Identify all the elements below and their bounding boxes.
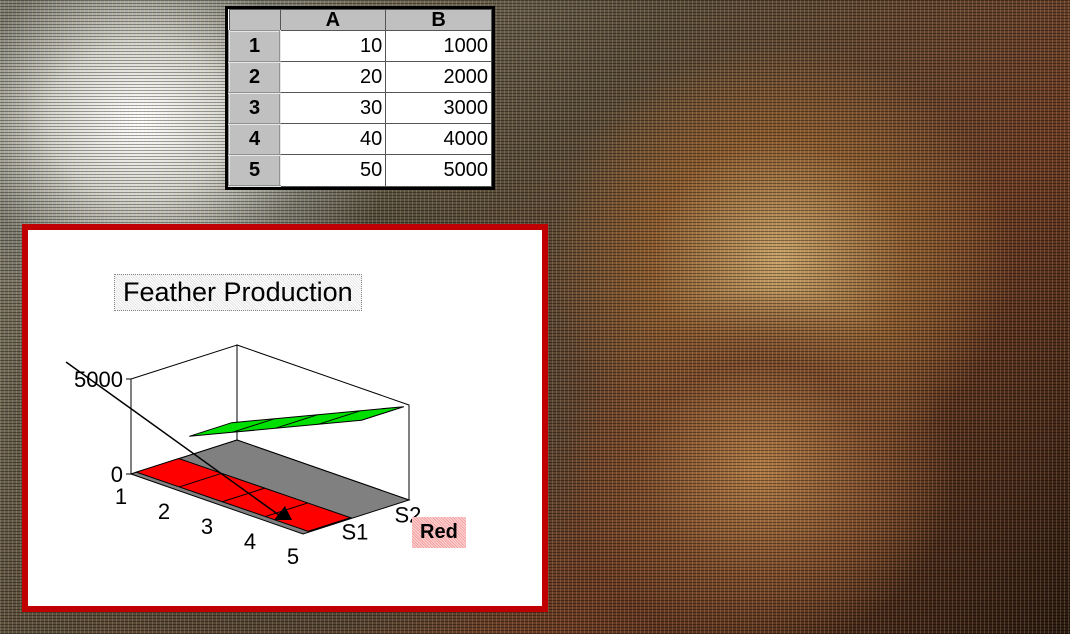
cell-b4[interactable]: 4000 <box>385 123 492 156</box>
series-point <box>361 406 404 421</box>
x-tick-label: 2 <box>158 499 170 524</box>
cell-a5[interactable]: 50 <box>279 154 387 187</box>
cell-a2[interactable]: 20 <box>279 61 387 94</box>
table-row: 3 30 3000 <box>228 91 492 125</box>
table-row: 5 50 5000 <box>228 153 492 188</box>
series-point <box>179 472 222 488</box>
row-header[interactable]: 2 <box>228 60 281 94</box>
x-tick-label: 4 <box>244 529 256 554</box>
cell-a3[interactable]: 30 <box>279 92 387 125</box>
cell-b2[interactable]: 2000 <box>385 61 492 94</box>
series-point <box>275 414 318 429</box>
table-row: 4 40 4000 <box>228 122 492 156</box>
spreadsheet-grid: A B 1 10 1000 2 20 2000 3 30 3000 4 40 <box>228 9 492 188</box>
x-tick-label: 3 <box>201 514 213 539</box>
pointer-arrow <box>274 506 292 520</box>
corner-cell[interactable] <box>228 9 281 31</box>
cell-b5[interactable]: 5000 <box>385 154 492 187</box>
x-tick-label: 5 <box>287 544 299 569</box>
series-point <box>222 487 265 503</box>
spreadsheet-window[interactable]: A B 1 10 1000 2 20 2000 3 30 3000 4 40 <box>225 6 495 190</box>
y-tick-label: 5000 <box>74 367 123 392</box>
row-header[interactable]: 1 <box>228 29 281 63</box>
cell-a1[interactable]: 10 <box>279 29 387 63</box>
cell-b3[interactable]: 3000 <box>385 92 492 125</box>
legend-label[interactable]: Red <box>412 517 466 548</box>
series-point <box>318 410 361 425</box>
cell-a4[interactable]: 40 <box>279 123 387 156</box>
table-row: 2 20 2000 <box>228 60 492 94</box>
x-tick-label: 1 <box>115 484 127 509</box>
series-label: S1 <box>342 520 369 545</box>
pointer-line <box>65 361 284 519</box>
chart-title[interactable]: Feather Production <box>114 274 362 311</box>
chart-floor <box>129 439 411 535</box>
row-header[interactable]: 3 <box>228 91 281 125</box>
series-point <box>232 418 275 433</box>
y-tick-label: 0 <box>111 462 123 487</box>
cell-b1[interactable]: 1000 <box>385 29 492 63</box>
table-row: 1 10 1000 <box>228 29 492 63</box>
row-header[interactable]: 5 <box>228 153 281 188</box>
row-header[interactable]: 4 <box>228 122 281 156</box>
column-header-b[interactable]: B <box>385 9 492 31</box>
series-point <box>308 517 351 532</box>
column-header-a[interactable]: A <box>279 9 387 31</box>
